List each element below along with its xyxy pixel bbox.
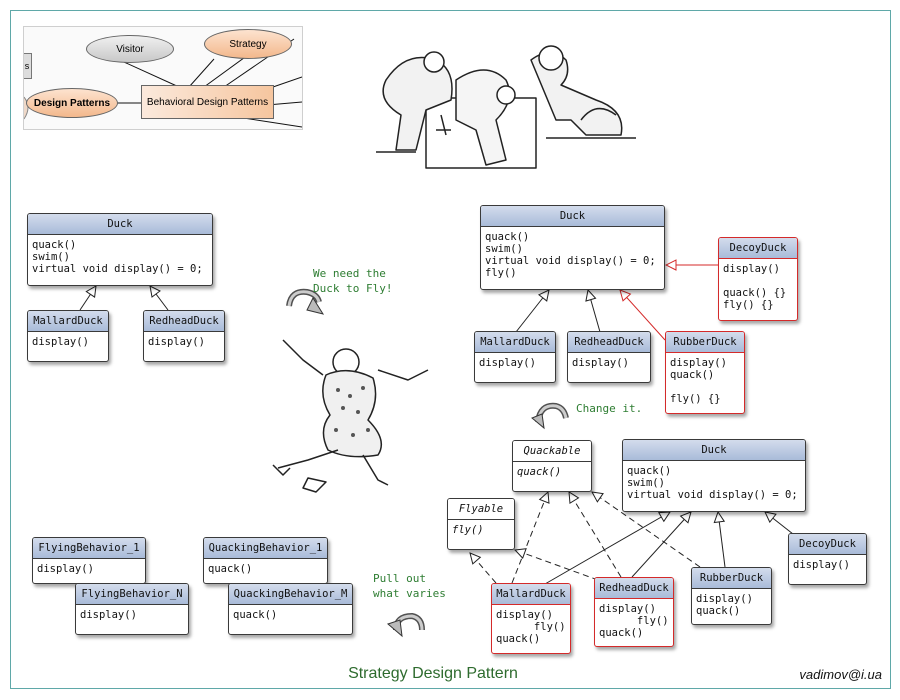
author-signature: vadimov@i.ua xyxy=(799,667,882,682)
class-redhead-duck-original: RedheadDuck display() xyxy=(143,310,225,362)
class-name: DecoyDuck xyxy=(719,238,797,259)
class-redhead-duck-interfaces: RedheadDuck display() fly() quack() xyxy=(594,577,674,647)
class-name: MallardDuck xyxy=(28,311,108,332)
class-methods: quack() swim() virtual void display() = … xyxy=(627,465,798,501)
class-rubber-duck-interfaces: RubberDuck display() quack() xyxy=(691,567,772,625)
class-name: DecoyDuck xyxy=(789,534,866,555)
class-duck-original: Duck quack() swim() virtual void display… xyxy=(27,213,213,286)
class-duck-interfaces: Duck quack() swim() virtual void display… xyxy=(622,439,806,512)
class-quacking-behavior-1: QuackingBehavior_1 quack() xyxy=(203,537,328,584)
class-redhead-duck-with-fly: RedheadDuck display() xyxy=(567,331,651,383)
class-name: RubberDuck xyxy=(666,332,744,353)
class-name: RubberDuck xyxy=(692,568,771,589)
interface-flyable: Flyable fly() xyxy=(447,498,515,550)
class-decoy-duck-overrides: DecoyDuck display() quack() {} fly() {} xyxy=(718,237,798,321)
class-name: Duck xyxy=(481,206,664,227)
class-name: RedheadDuck xyxy=(568,332,650,353)
class-methods: display() quack() fly() {} xyxy=(670,357,727,405)
interface-name: Quackable xyxy=(513,441,591,462)
class-name: MallardDuck xyxy=(492,584,570,605)
class-methods: quack() xyxy=(208,563,253,575)
class-flying-behavior-n: FlyingBehavior_N display() xyxy=(75,583,189,635)
class-methods: display() xyxy=(479,357,536,369)
class-name: QuackingBehavior_M xyxy=(229,584,352,605)
class-duck-with-fly: Duck quack() swim() virtual void display… xyxy=(480,205,665,290)
mindmap-thumbnail: s Visitor Strategy Design Patterns Behav… xyxy=(23,26,303,130)
class-quacking-behavior-m: QuackingBehavior_M quack() xyxy=(228,583,353,635)
class-methods: display() xyxy=(80,609,137,621)
class-mallard-duck-interfaces: MallardDuck display() fly() quack() xyxy=(491,583,571,654)
class-name: RedheadDuck xyxy=(595,578,673,599)
class-flying-behavior-1: FlyingBehavior_1 display() xyxy=(32,537,146,584)
interface-quackable: Quackable quack() xyxy=(512,440,592,492)
diagram-frame xyxy=(10,10,891,689)
mindmap-strategy-node: Strategy xyxy=(204,29,292,59)
curved-arrow-icon-pull-out xyxy=(387,612,425,638)
class-name: Duck xyxy=(28,214,212,235)
class-methods: display() xyxy=(148,336,205,348)
class-methods: display() xyxy=(37,563,94,575)
class-methods: display() xyxy=(572,357,629,369)
class-methods: quack() swim() virtual void display() = … xyxy=(485,231,656,279)
class-methods: quack() swim() virtual void display() = … xyxy=(32,239,203,275)
class-rubber-duck-overrides: RubberDuck display() quack() fly() {} xyxy=(665,331,745,414)
mindmap-visitor-node: Visitor xyxy=(86,35,174,63)
interface-methods: quack() xyxy=(517,466,562,478)
class-mallard-duck-with-fly: MallardDuck display() xyxy=(474,331,556,383)
class-name: Duck xyxy=(623,440,805,461)
class-methods: display() quack() xyxy=(696,593,753,617)
class-methods: display() xyxy=(793,559,850,571)
running-woman-illustration xyxy=(272,339,429,493)
class-methods: display() xyxy=(32,336,89,348)
class-mallard-duck-original: MallardDuck display() xyxy=(27,310,109,362)
mindmap-behavioral-node: Behavioral Design Patterns xyxy=(141,85,274,119)
class-name: FlyingBehavior_1 xyxy=(33,538,145,559)
class-decoy-duck-interfaces: DecoyDuck display() xyxy=(788,533,867,585)
class-name: FlyingBehavior_N xyxy=(76,584,188,605)
class-name: QuackingBehavior_1 xyxy=(204,538,327,559)
interface-methods: fly() xyxy=(452,524,484,536)
note-pull-out: Pull out what varies xyxy=(373,572,446,600)
curved-arrow-icon xyxy=(286,288,325,315)
class-methods: display() fly() quack() xyxy=(496,609,566,645)
class-methods: quack() xyxy=(233,609,278,621)
class-methods: display() quack() {} fly() {} xyxy=(723,263,787,311)
workers-lifting-crate-illustration xyxy=(376,45,636,169)
class-name: MallardDuck xyxy=(475,332,555,353)
note-change-it: Change it. xyxy=(576,402,643,415)
mindmap-design-patterns-node: Design Patterns xyxy=(26,88,118,118)
curved-arrow-icon-change xyxy=(531,402,569,430)
class-name: RedheadDuck xyxy=(144,311,224,332)
note-need-fly: We need the Duck to Fly! xyxy=(313,267,393,295)
diagram-title: Strategy Design Pattern xyxy=(348,665,518,682)
interface-name: Flyable xyxy=(448,499,514,520)
class-methods: display() fly() quack() xyxy=(599,603,669,639)
mindmap-left-stub: s xyxy=(24,53,32,79)
